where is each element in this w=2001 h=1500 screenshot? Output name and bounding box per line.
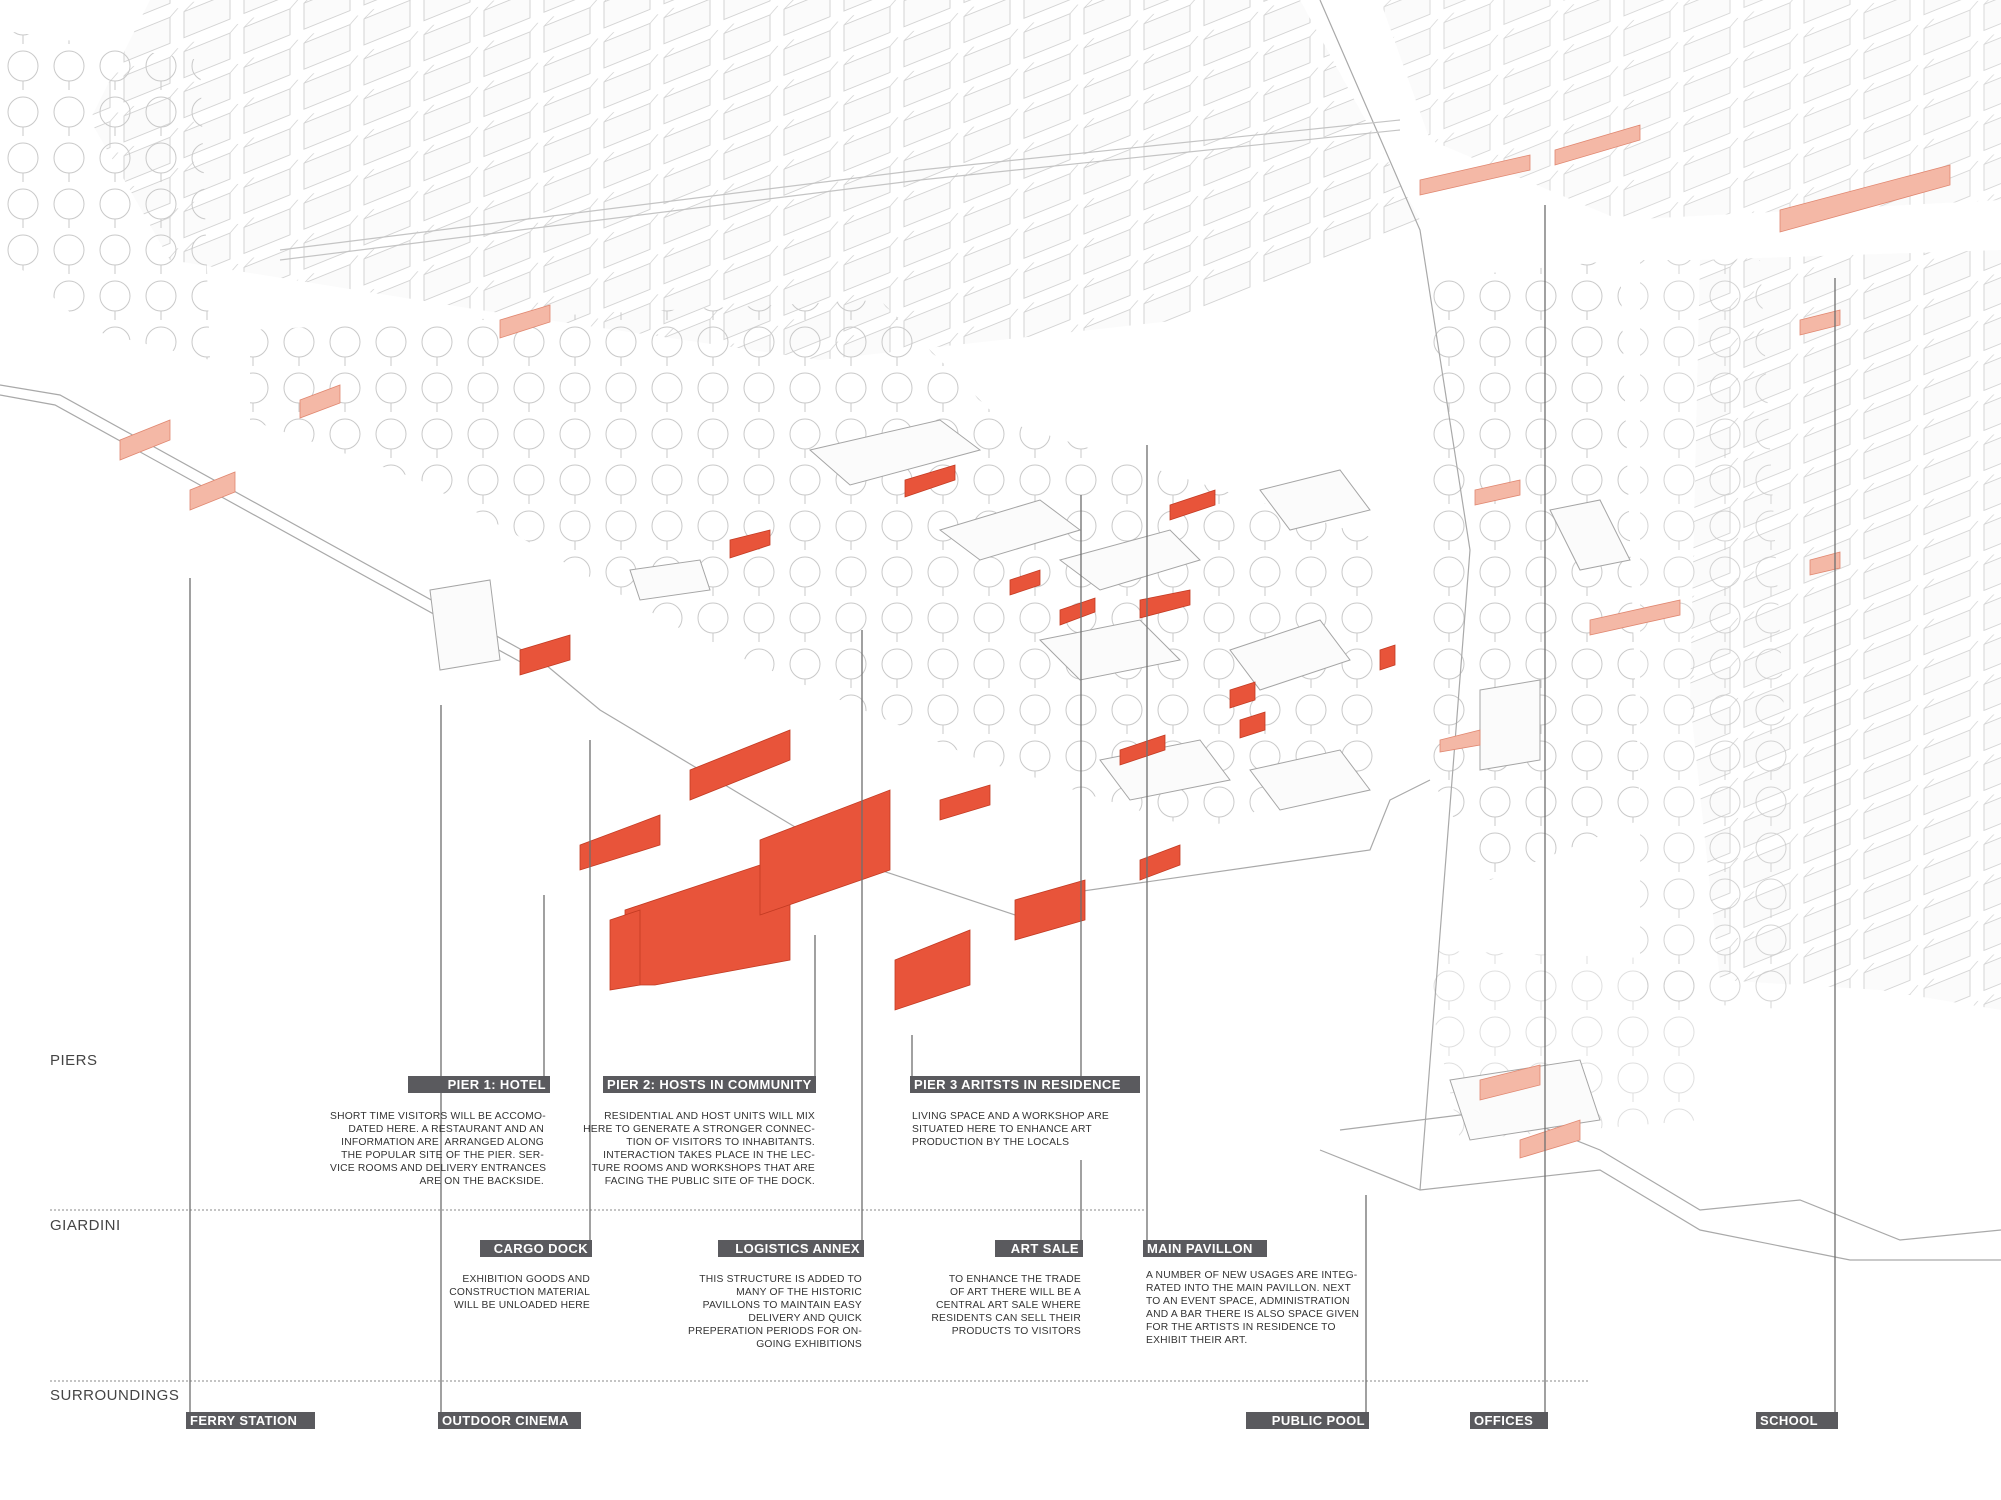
pier3-block-a (894, 929, 971, 1011)
leader-lines (189, 205, 1836, 1420)
desc-cargo-dock: EXHIBITION GOODS AND CONSTRUCTION MATERI… (449, 1274, 590, 1311)
desc-art-sale: TO ENHANCE THE TRADE OF ART THERE WILL B… (931, 1274, 1081, 1337)
tag-pier1-hotel: PIER 1: HOTEL (408, 1076, 550, 1093)
tag-ferry-station: FERRY STATION (186, 1412, 315, 1429)
tree-groves (0, 30, 1800, 1140)
pier2-block-b (759, 789, 891, 916)
tag-main-pavillon: MAIN PAVILLON (1143, 1240, 1267, 1257)
tag-pier3-residence: PIER 3 ARITSTS IN RESIDENCE (910, 1076, 1140, 1093)
section-label-piers: PIERS (50, 1052, 98, 1069)
desc-pier3-residence: LIVING SPACE AND A WORKSHOP ARE SITUATED… (912, 1111, 1109, 1148)
section-label-surroundings: SURROUNDINGS (50, 1387, 180, 1404)
tag-art-sale: ART SALE (995, 1240, 1083, 1257)
desc-logistics-annex: THIS STRUCTURE IS ADDED TO MANY OF THE H… (688, 1274, 862, 1350)
tag-school: SCHOOL (1756, 1412, 1838, 1429)
pier2-tower (609, 909, 641, 991)
tag-public-pool: PUBLIC POOL (1246, 1412, 1369, 1429)
tag-outdoor-cinema: OUTDOOR CINEMA (438, 1412, 581, 1429)
desc-pier1-hotel: SHORT TIME VISITORS WILL BE ACCOMO- DATE… (330, 1111, 547, 1187)
tag-offices: OFFICES (1470, 1412, 1548, 1429)
surrounding-interventions (119, 124, 1951, 1159)
desc-main-pavillon: A NUMBER OF NEW USAGES ARE INTEG- RATED … (1146, 1270, 1360, 1346)
tag-cargo-dock: CARGO DOCK (480, 1240, 592, 1257)
pier1-block-b (689, 729, 791, 801)
tag-logistics-annex: LOGISTICS ANNEX (718, 1240, 864, 1257)
pier3-block-b (1014, 879, 1086, 941)
section-dividers (50, 1209, 1590, 1382)
city-fabric-north (90, 0, 2001, 360)
pier1-block (579, 814, 661, 871)
pavilion-outlines (429, 419, 1631, 1141)
section-label-giardini: GIARDINI (50, 1217, 121, 1234)
highlighted-interventions (519, 464, 1396, 1011)
tag-pier2-community: PIER 2: HOSTS IN COMMUNITY (603, 1076, 816, 1093)
desc-pier2-community: RESIDENTIAL AND HOST UNITS WILL MIX HERE… (583, 1111, 815, 1187)
